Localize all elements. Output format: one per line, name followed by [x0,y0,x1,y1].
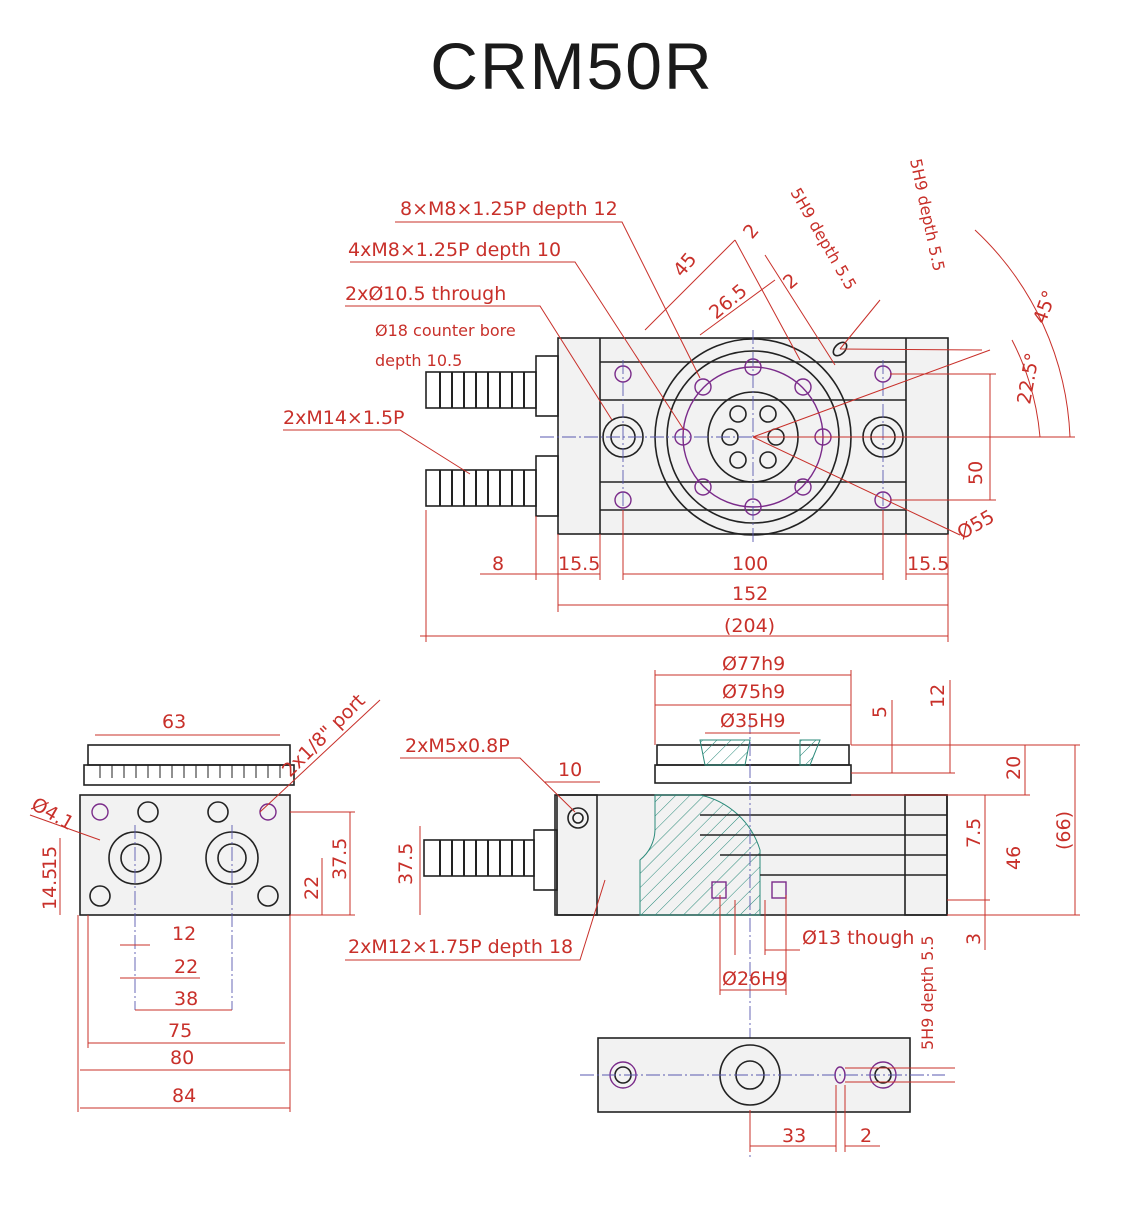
dim-46: 46 [1003,846,1025,870]
dim-80: 80 [170,1047,194,1069]
dim-37-5-side: 37.5 [329,838,351,880]
dim-5: 5 [869,706,891,718]
label-bore-depth: depth 10.5 [375,351,462,370]
dim-12-vertical: 12 [927,684,949,708]
dim-10: 10 [558,759,582,781]
dim-phi-77: Ø77h9 [722,653,785,675]
dim-22: 22 [174,956,198,978]
label-phi-4-1: Ø4.1 [28,793,78,835]
label-phi-13: Ø13 though [802,927,914,949]
label-slot-depth: 5H9 depth 5.5 [918,935,937,1050]
dim-100: 100 [732,553,768,575]
dim-50: 50 [965,461,987,485]
dim-angle-45: 45° [1029,288,1061,327]
dim-3: 3 [963,933,985,945]
label-port: 2x1/8" port [278,690,370,782]
label-slot-depth-a: 5H9 depth 5.5 [787,185,861,294]
side-view: 63 2x1/8" port Ø4.1 15 14.5 37.5 22 12 2… [28,690,381,1112]
dim-angle-22-5: 22.5° [1013,351,1044,406]
label-counter-bore: Ø18 counter bore [375,321,516,340]
dim-15-5-right: 15.5 [907,553,949,575]
drawing-title: CRM50R [430,29,714,103]
dim-15: 15 [39,846,61,870]
dim-84: 84 [172,1085,196,1107]
dim-phi-55: Ø55 [954,506,999,545]
bottom-view: 33 2 [580,1037,955,1152]
dim-38: 38 [174,988,198,1010]
side-body [79,794,291,916]
dim-204: (204) [724,615,775,637]
label-m5: 2xM5x0.8P [405,735,510,757]
dim-152: 152 [732,583,768,605]
bottom-body [597,1037,911,1113]
label-m14: 2xM14×1.5P [283,407,405,429]
dim-26-5: 26.5 [705,280,752,324]
label-through-hole: 2xØ10.5 through [345,283,506,305]
dim-20: 20 [1003,756,1025,780]
label-slot-depth-b: 5H9 depth 5.5 [906,157,948,273]
dim-8: 8 [492,553,504,575]
dim-14-5: 14.5 [39,868,61,910]
label-phi-26: Ø26H9 [722,968,788,990]
dim-45: 45 [669,249,701,282]
dim-phi-35: Ø35H9 [720,710,786,732]
dim-66: (66) [1053,811,1075,850]
dim-2-a: 2 [739,220,764,243]
adjust-screw-upper [425,371,537,409]
dim-2: 2 [860,1125,872,1147]
dim-22-vertical: 22 [301,876,323,900]
adjust-screw-lower [425,469,537,507]
dim-37-5-section: 37.5 [395,843,417,885]
section-view: Ø77h9 Ø75h9 Ø35H9 5 12 20 7.5 46 (66) 3 … [345,653,1080,1160]
dim-12: 12 [172,923,196,945]
label-m12: 2xM12×1.75P depth 18 [348,936,573,958]
cap-nut-lower [535,455,559,517]
dim-phi-75: Ø75h9 [722,681,785,703]
dim-2-b: 2 [779,269,802,294]
label-8xm8: 8×M8×1.25P depth 12 [400,198,618,220]
dim-15-5-left: 15.5 [558,553,600,575]
side-table-top [87,744,291,766]
dim-33: 33 [782,1125,806,1147]
dim-75: 75 [168,1020,192,1042]
label-4xm8: 4xM8×1.25P depth 10 [348,239,561,261]
top-view: 8×M8×1.25P depth 12 4xM8×1.25P depth 10 … [283,157,1075,642]
dim-63: 63 [162,711,186,733]
cap-nut-upper [535,355,559,417]
dim-7-5: 7.5 [963,818,985,848]
